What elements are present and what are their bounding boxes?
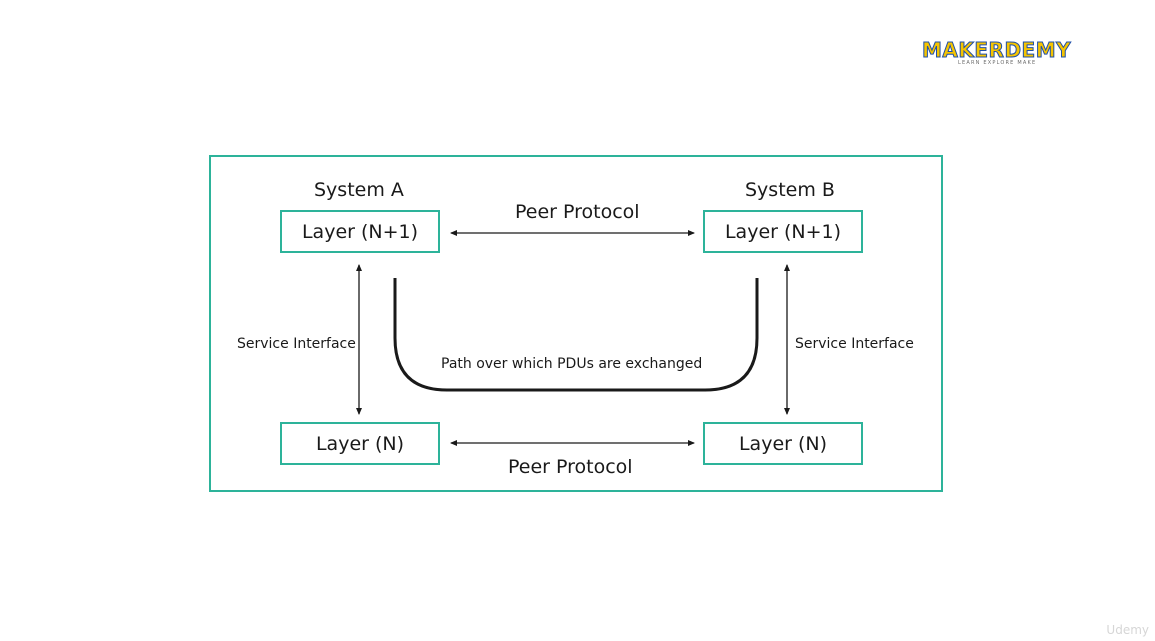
service-interface-right-label: Service Interface — [795, 336, 914, 352]
logo-tagline: LEARN EXPLORE MAKE — [958, 60, 1037, 66]
layer-label: Layer (N+1) — [724, 220, 842, 243]
peer-protocol-top-label: Peer Protocol — [515, 201, 640, 223]
udemy-watermark: Udemy — [1106, 623, 1149, 637]
logo-wordmark: MAKERDEMY — [921, 38, 1072, 63]
system-b-label: System B — [745, 179, 835, 201]
pdu-path-curve — [393, 278, 759, 392]
peer-protocol-bottom-label: Peer Protocol — [508, 456, 633, 478]
service-interface-left-label: Service Interface — [237, 336, 356, 352]
layer-label: Layer (N) — [315, 432, 405, 455]
system-a-layer-upper: Layer (N+1) — [280, 210, 440, 253]
layer-label: Layer (N+1) — [301, 220, 419, 243]
pdu-path-label: Path over which PDUs are exchanged — [441, 356, 703, 372]
system-a-label: System A — [314, 179, 404, 201]
system-a-layer-lower: Layer (N) — [280, 422, 440, 465]
system-b-layer-lower: Layer (N) — [703, 422, 863, 465]
layer-label: Layer (N) — [738, 432, 828, 455]
system-b-layer-upper: Layer (N+1) — [703, 210, 863, 253]
diagram-frame — [209, 155, 943, 492]
makerdemy-logo: MAKERDEMY LEARN EXPLORE MAKE — [921, 38, 1092, 72]
